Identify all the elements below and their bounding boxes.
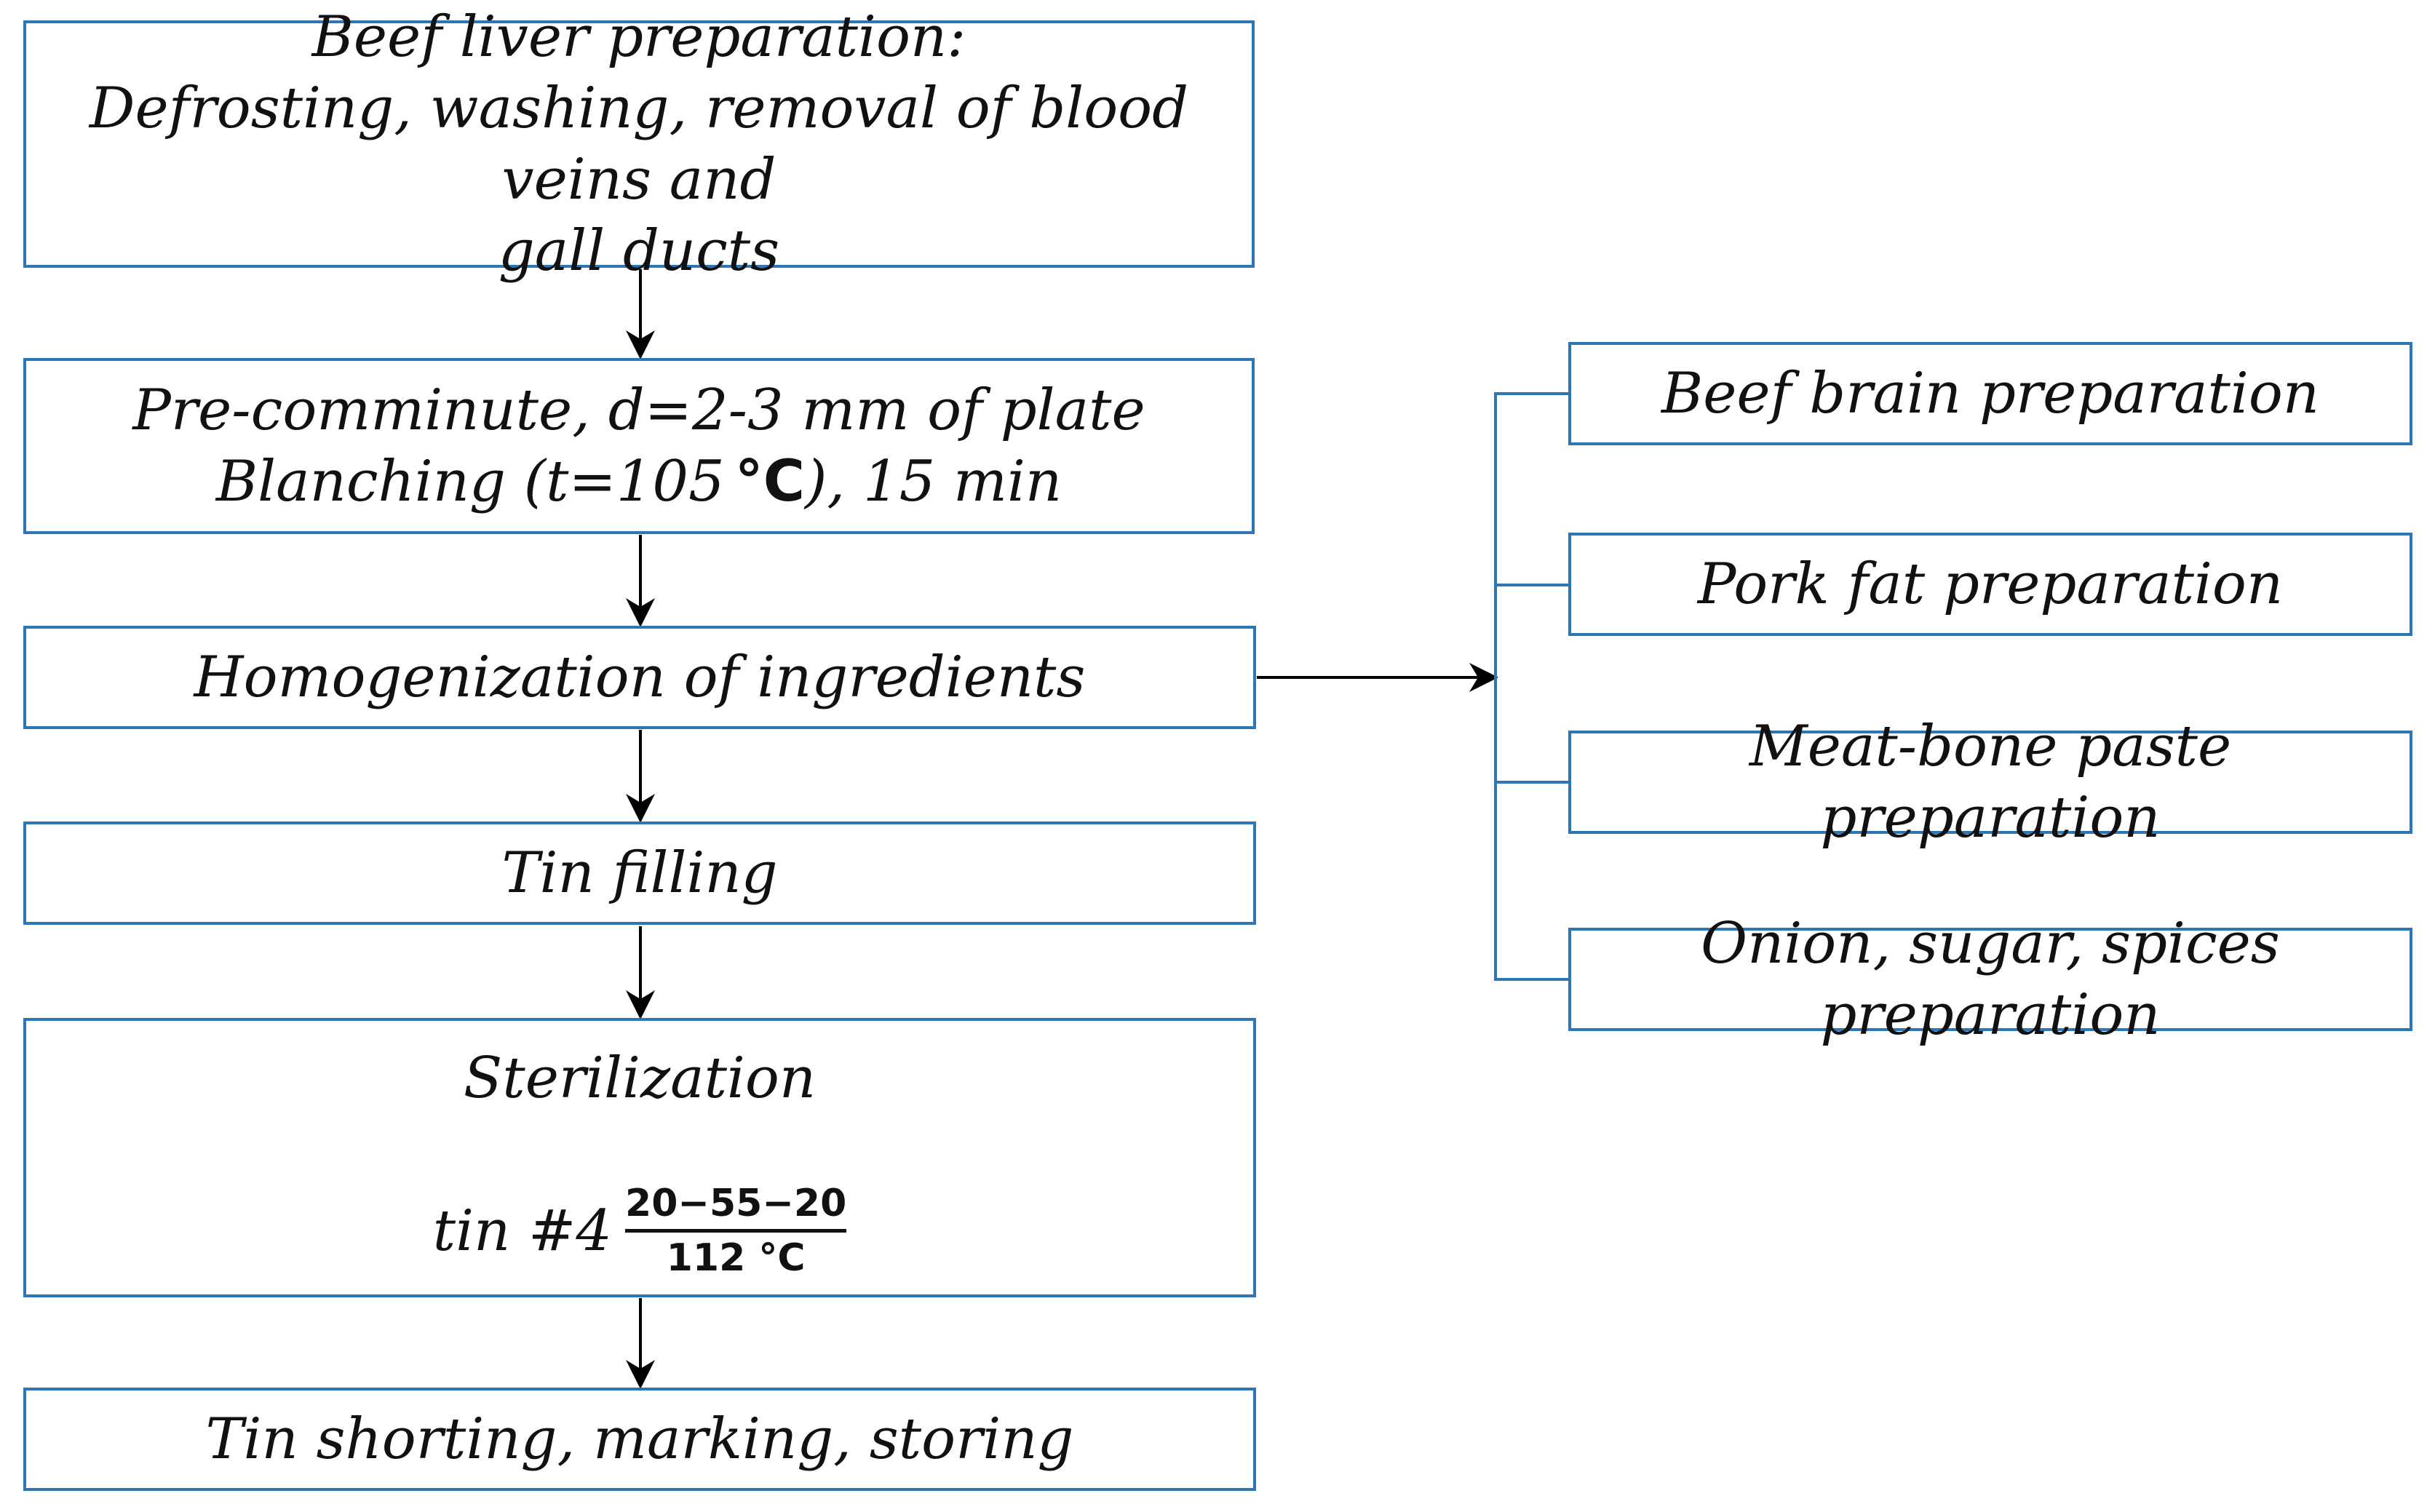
- tin-number-label: tin #4: [432, 1198, 613, 1264]
- liver-prep-line2: Defrosting, washing, removal of blood ve…: [89, 76, 1189, 212]
- sterilization-regime-numerator: 20−55−20: [625, 1182, 847, 1225]
- side-onion-sugar-spices-preparation: Onion, sugar, spices preparation: [1568, 911, 2412, 1048]
- side-pork-fat-preparation: Pork fat preparation: [1568, 533, 2412, 636]
- side-beef-brain-label: Beef brain preparation: [1661, 361, 2320, 426]
- side-beef-brain-preparation: Beef brain preparation: [1568, 342, 2412, 445]
- fraction-bar: [625, 1229, 847, 1233]
- blanching-line: Blanching (t=105°C), 15 min: [216, 446, 1062, 517]
- sterilization-regime-fraction: 20−55−20 112 °C: [625, 1178, 847, 1284]
- step-precomminute-blanching: Pre-comminute, d=2-3 mm of plate Blanchi…: [23, 358, 1255, 534]
- step-tin-filling: Tin filling: [23, 821, 1256, 925]
- step-sterilization: Sterilization tin #4 20−55−20 112 °C: [23, 1018, 1256, 1297]
- step-homogenization: Homogenization of ingredients: [23, 626, 1256, 729]
- sterilization-regime-denominator: 112 °C: [666, 1236, 806, 1280]
- sterilization-title: Sterilization: [463, 1046, 817, 1111]
- side-meat-bone-paste-preparation: Meat-bone paste preparation: [1568, 714, 2412, 851]
- blanching-text-post: ), 15 min: [804, 449, 1062, 514]
- step-liver-preparation: Beef liver preparation: Defrosting, wash…: [23, 4, 1255, 284]
- side-onion-sugar-spices-label: Onion, sugar, spices preparation: [1701, 911, 2280, 1048]
- blanching-text-pre: Blanching (t=105: [215, 449, 725, 514]
- final-step-label: Tin shorting, marking, storing: [205, 1406, 1074, 1472]
- tin-filling-label: Tin filling: [501, 840, 778, 906]
- homogenization-label: Homogenization of ingredients: [194, 645, 1086, 710]
- precomminute-line1: Pre-comminute, d=2-3 mm of plate: [132, 378, 1145, 443]
- side-pork-fat-label: Pork fat preparation: [1697, 552, 2284, 617]
- blanching-temp-unit: °C: [734, 449, 805, 514]
- step-final-shorting-marking-storing: Tin shorting, marking, storing: [23, 1388, 1256, 1491]
- liver-prep-line3: gall ducts: [498, 218, 780, 284]
- side-meat-bone-paste-label: Meat-bone paste preparation: [1749, 714, 2232, 851]
- liver-prep-line1: Beef liver preparation:: [311, 4, 966, 70]
- sterilization-formula-row: tin #4 20−55−20 112 °C: [433, 1178, 847, 1284]
